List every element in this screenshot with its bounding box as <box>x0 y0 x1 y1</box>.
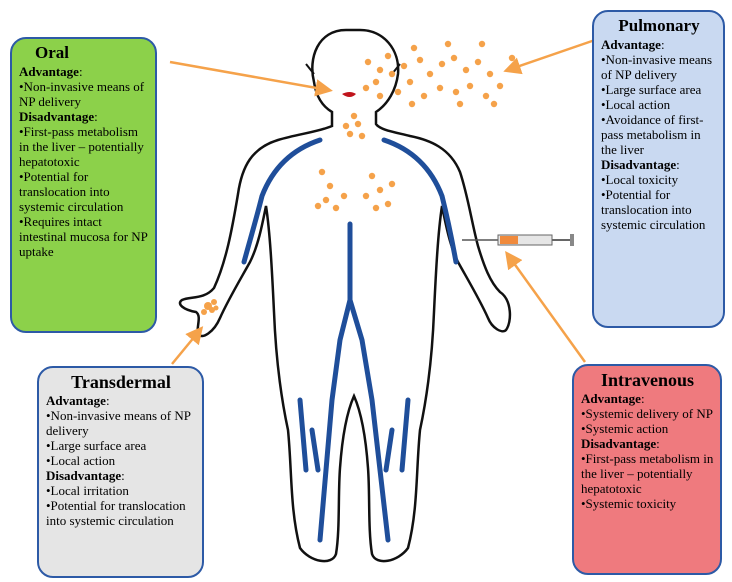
transdermal-box: Transdermal Advantage: •Non-invasive mea… <box>37 366 204 578</box>
arrow-pulmonary <box>508 40 595 70</box>
oral-title: Oral <box>35 43 149 63</box>
intravenous-advantage-label: Advantage: <box>581 391 714 406</box>
oral-advantage-item: •Non-invasive means of NP delivery <box>19 79 149 109</box>
oral-box: Oral Advantage: •Non-invasive means of N… <box>10 37 157 333</box>
pulmonary-advantage-label: Advantage: <box>601 37 717 52</box>
pulmonary-disadvantage-label: Disadvantage: <box>601 157 717 172</box>
pulmonary-disadvantage-item: •Potential for translocation into system… <box>601 187 717 232</box>
pulmonary-title: Pulmonary <box>601 16 717 36</box>
pulmonary-advantage-item: •Non-invasive means of NP delivery <box>601 52 717 82</box>
transdermal-advantage-item: •Local action <box>46 453 196 468</box>
oral-disadvantage-item: •First-pass metabolism in the liver – po… <box>19 124 149 169</box>
transdermal-advantage-label: Advantage: <box>46 393 196 408</box>
pulmonary-advantage-item: •Large surface area <box>601 82 717 97</box>
body-outline <box>180 30 510 561</box>
pulmonary-box: Pulmonary Advantage: •Non-invasive means… <box>592 10 725 328</box>
intravenous-disadvantage-label: Disadvantage: <box>581 436 714 451</box>
intravenous-title: Intravenous <box>581 370 714 390</box>
transdermal-advantage-item: •Non-invasive means of NP delivery <box>46 408 196 438</box>
intravenous-advantage-item: •Systemic action <box>581 421 714 436</box>
intravenous-disadvantage-item: •First-pass metabolism in the liver – po… <box>581 451 714 496</box>
oral-advantage-label: Advantage: <box>19 64 149 79</box>
transdermal-disadvantage-item: •Local irritation <box>46 483 196 498</box>
pulmonary-advantage-item: •Avoidance of first-pass metabolism in t… <box>601 112 717 157</box>
arrow-intravenous <box>508 255 585 362</box>
pulmonary-disadvantage-item: •Local toxicity <box>601 172 717 187</box>
transdermal-advantage-item: •Large surface area <box>46 438 196 453</box>
intravenous-box: Intravenous Advantage: •Systemic deliver… <box>572 364 722 575</box>
arrow-transdermal <box>172 330 200 364</box>
arrow-oral <box>170 62 328 90</box>
oral-disadvantage-item: •Potential for translocation into system… <box>19 169 149 214</box>
transdermal-disadvantage-item: •Potential for translocation into system… <box>46 498 196 528</box>
oral-disadvantage-label: Disadvantage: <box>19 109 149 124</box>
pulmonary-advantage-item: •Local action <box>601 97 717 112</box>
oral-disadvantage-item: •Requires intact intestinal mucosa for N… <box>19 214 149 259</box>
intravenous-disadvantage-item: •Systemic toxicity <box>581 496 714 511</box>
intravenous-advantage-item: •Systemic delivery of NP <box>581 406 714 421</box>
transdermal-title: Transdermal <box>46 372 196 392</box>
transdermal-disadvantage-label: Disadvantage: <box>46 468 196 483</box>
